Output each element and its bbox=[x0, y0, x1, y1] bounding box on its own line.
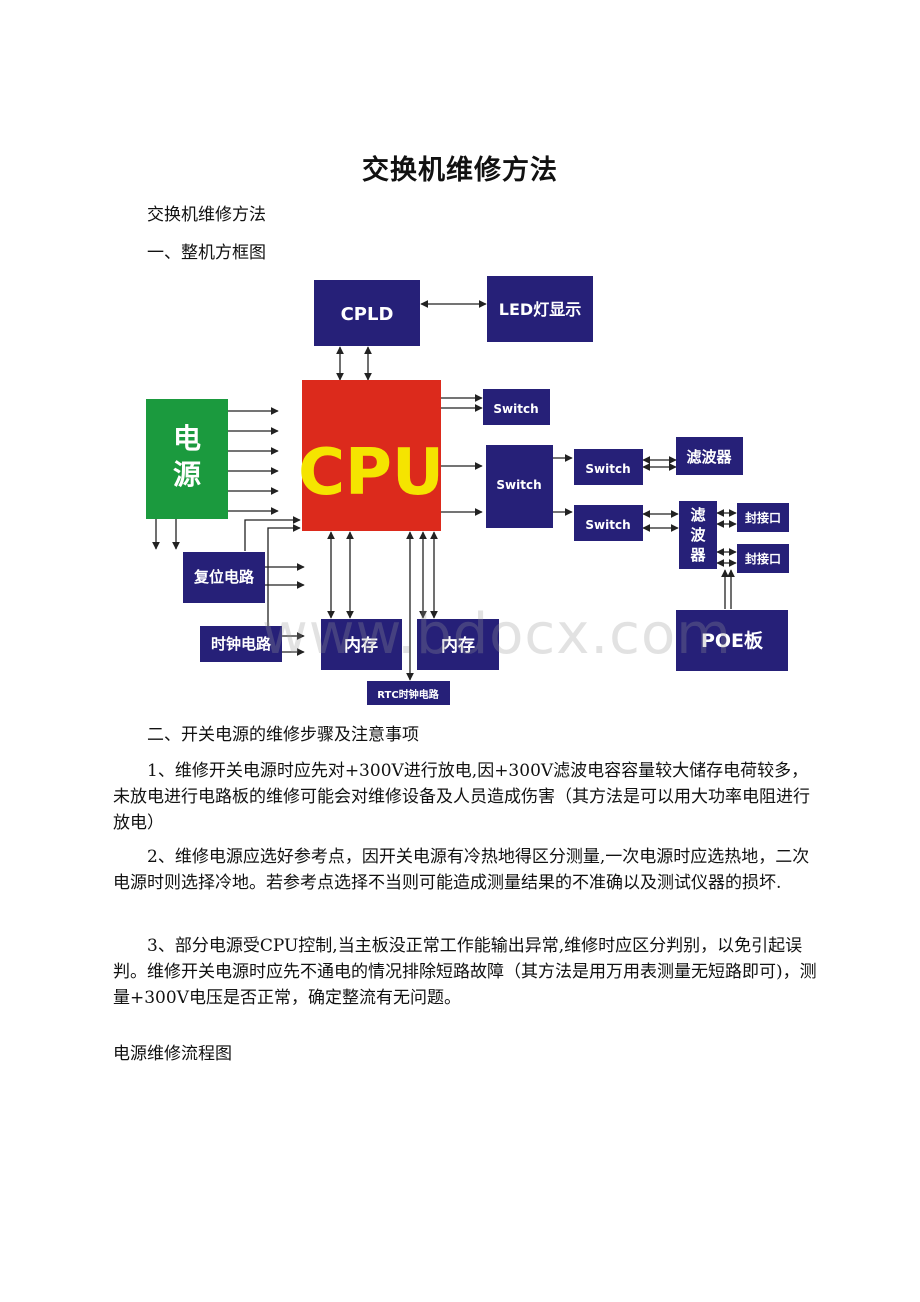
block-diagram: CPLD LED灯显示 电 源 CPU Switch Switch Switch… bbox=[146, 276, 789, 705]
clock-circuit-block: 时钟电路 bbox=[200, 626, 282, 662]
memory2-label: 内存 bbox=[441, 635, 475, 656]
power-label-2: 源 bbox=[173, 458, 201, 491]
clock-circuit-label: 时钟电路 bbox=[211, 635, 272, 653]
power-block: 电 源 bbox=[146, 399, 228, 519]
cpu-block: CPU bbox=[298, 380, 444, 531]
memory2-block: 内存 bbox=[417, 619, 499, 670]
cpu-label: CPU bbox=[298, 436, 444, 510]
switch-right1-block: Switch bbox=[574, 449, 643, 485]
led-display-label: LED灯显示 bbox=[499, 300, 581, 319]
section-heading-block-diagram: 一、整机方框图 bbox=[147, 243, 266, 263]
section-heading-power-repair: 二、开关电源的维修步骤及注意事项 bbox=[147, 725, 419, 745]
filter2-label-1: 滤 bbox=[690, 506, 705, 524]
switch-top-block: Switch bbox=[483, 389, 550, 425]
port1-label: 封接口 bbox=[745, 510, 781, 525]
diagram-connectors bbox=[152, 300, 737, 681]
filter1-label: 滤波器 bbox=[686, 448, 732, 466]
cpld-label: CPLD bbox=[341, 304, 394, 325]
switch-mid-label: Switch bbox=[496, 478, 541, 492]
rtc-clock-label: RTC时钟电路 bbox=[377, 688, 439, 701]
paragraph-2: 2、维修电源应选好参考点，因开关电源有冷热地得区分测量,一次电源时应选热地，二次… bbox=[113, 847, 810, 893]
led-display-block: LED灯显示 bbox=[487, 276, 593, 342]
filter2-block: 滤 波 器 bbox=[679, 501, 717, 569]
switch-right2-label: Switch bbox=[585, 518, 630, 532]
reset-circuit-block: 复位电路 bbox=[183, 552, 265, 603]
poe-board-label: POE板 bbox=[701, 629, 764, 652]
watermark: www.bdocx.com bbox=[262, 602, 732, 667]
switch-top-label: Switch bbox=[493, 402, 538, 416]
rtc-clock-block: RTC时钟电路 bbox=[367, 681, 450, 705]
doc-subtitle: 交换机维修方法 bbox=[147, 205, 266, 225]
port2-block: 封接口 bbox=[737, 544, 789, 573]
switch-right2-block: Switch bbox=[574, 505, 643, 541]
page-title: 交换机维修方法 bbox=[362, 155, 558, 186]
reset-circuit-label: 复位电路 bbox=[193, 568, 255, 586]
paragraph-1: 1、维修开关电源时应先对+300V进行放电,因+300V滤波电容容量较大储存电荷… bbox=[113, 761, 810, 833]
port2-label: 封接口 bbox=[745, 551, 781, 566]
section-heading-flowchart: 电源维修流程图 bbox=[113, 1044, 232, 1064]
power-label-1: 电 bbox=[173, 422, 201, 455]
memory1-block: 内存 bbox=[321, 619, 402, 670]
memory1-label: 内存 bbox=[344, 635, 378, 656]
port1-block: 封接口 bbox=[737, 503, 789, 532]
cpld-block: CPLD bbox=[314, 280, 420, 346]
poe-board-block: POE板 bbox=[676, 610, 788, 671]
filter2-label-3: 器 bbox=[689, 546, 706, 564]
switch-mid-block: Switch bbox=[486, 445, 553, 528]
switch-right1-label: Switch bbox=[585, 462, 630, 476]
filter2-label-2: 波 bbox=[690, 526, 706, 544]
paragraph-3: 3、部分电源受CPU控制,当主板没正常工作能输出异常,维修时应区分判别，以免引起… bbox=[113, 936, 817, 1008]
filter1-block: 滤波器 bbox=[676, 437, 743, 475]
